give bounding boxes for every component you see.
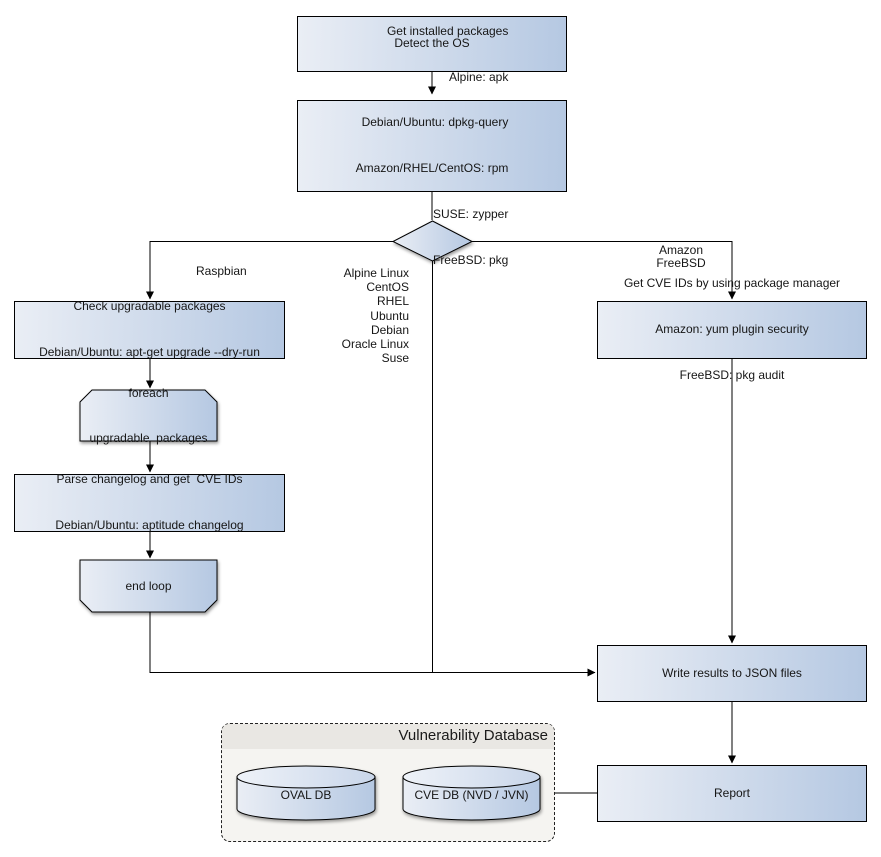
group-title: Vulnerability Database	[398, 727, 548, 744]
edge-label-line: Oracle Linux	[341, 337, 409, 352]
foreach-loop-shape	[79, 389, 218, 442]
node-label: Report	[713, 785, 751, 800]
node-detect-os: Detect the OS	[297, 16, 567, 72]
node-line: Get CVE IDs by using package manager	[623, 276, 841, 291]
node-write-results: Write results to JSON files	[597, 645, 867, 702]
node-line: Alpine: apk	[448, 69, 509, 84]
edge-label-line: Suse	[381, 351, 409, 366]
cve-db-cylinder	[402, 765, 541, 821]
edge-label-line: CentOS	[366, 280, 409, 295]
decision-diamond	[391, 220, 474, 262]
cve-db-label: CVE DB (NVD / JVN)	[414, 787, 529, 802]
node-line: Get installed packages	[386, 23, 509, 38]
end-loop-shape	[79, 559, 218, 613]
node-label: Write results to JSON files	[662, 665, 802, 680]
edge-label-line: FreeBSD	[656, 255, 706, 270]
node-parse-changelog: Parse changelog and get CVE IDs Debian/U…	[14, 472, 285, 533]
node-get-installed-packages: Get installed packages Alpine: apk Debia…	[297, 24, 567, 267]
foreach-loop-label: foreach upgradable packages	[80, 386, 217, 445]
group-title-band	[222, 724, 554, 749]
node-line: Amazon: yum plugin security	[655, 322, 809, 337]
edge-label-os-list: Alpine Linux CentOS RHEL Ubuntu Debian O…	[342, 266, 409, 365]
edge-label-line: Amazon	[658, 243, 704, 257]
connector-decision-to-get-cve	[472, 241, 736, 300]
edge-label-line: Debian	[370, 322, 409, 337]
node-line: Debian/Ubuntu: dpkg-query	[361, 115, 509, 130]
node-line: Debian/Ubuntu: apt-get upgrade --dry-run	[39, 345, 260, 360]
connector-endloop-to-write-results	[149, 612, 596, 677]
node-line: FreeBSD: pkg audit	[679, 368, 785, 383]
node-line: upgradable packages	[89, 430, 208, 445]
node-line: Parse changelog and get CVE IDs	[56, 472, 243, 487]
edge-label-amazon-freebsd: Amazon FreeBSD	[631, 244, 731, 269]
node-line: Amazon/RHEL/CentOS: rpm	[355, 161, 509, 176]
node-check-upgradable-packages: Check upgradable packages Debian/Ubuntu:…	[14, 299, 285, 360]
node-label: Detect the OS	[394, 36, 470, 51]
edge-label-raspbian: Raspbian	[196, 264, 247, 278]
node-get-cve-ids-pkg-manager: Get CVE IDs by using package manager Ama…	[597, 276, 867, 382]
node-line: Check upgradable packages	[73, 299, 226, 314]
node-line: SUSE: zypper	[432, 207, 509, 222]
node-report: Report	[597, 765, 867, 822]
node-line: Debian/Ubuntu: aptitude changelog	[55, 518, 244, 533]
oval-db-label: OVAL DB	[280, 787, 332, 802]
edge-label-line: Alpine Linux	[343, 266, 409, 280]
connector-decision-to-check-upgradable	[146, 241, 393, 300]
node-line: foreach	[128, 385, 169, 400]
oval-db-cylinder	[236, 765, 376, 821]
end-loop-label: end loop	[125, 578, 172, 593]
edge-label-line: Ubuntu	[370, 308, 409, 323]
edge-label-line: RHEL	[376, 294, 409, 309]
node-line: FreeBSD: pkg	[432, 253, 509, 268]
